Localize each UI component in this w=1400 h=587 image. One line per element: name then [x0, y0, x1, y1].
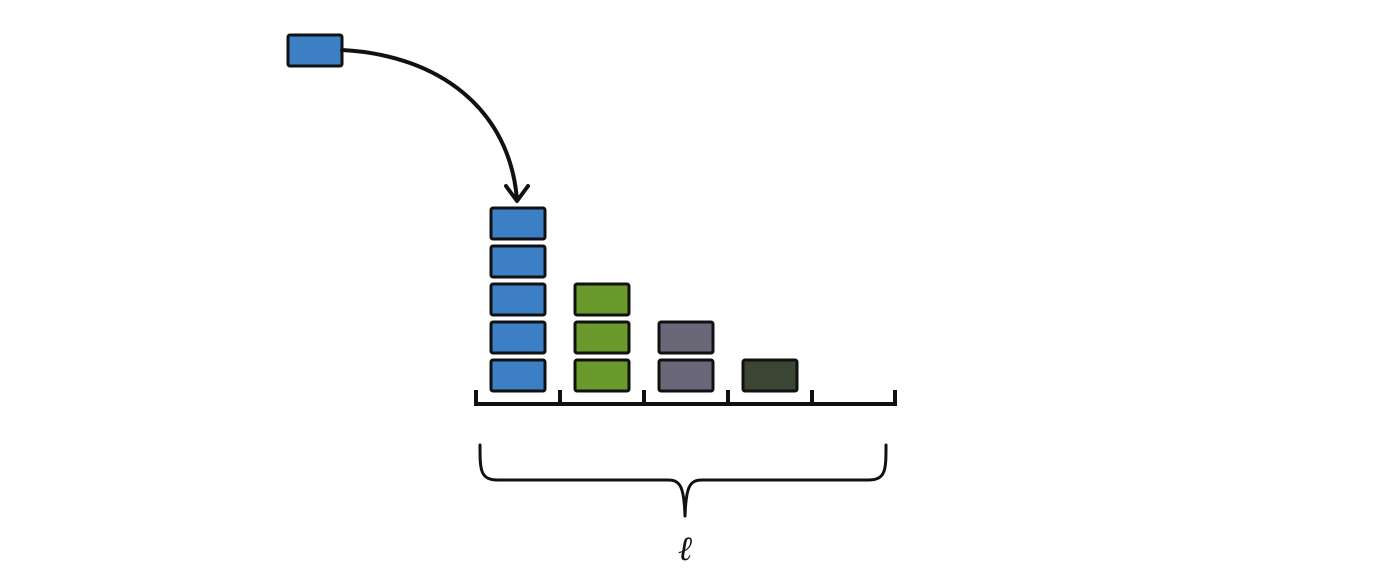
stack-1-block — [489, 320, 547, 355]
drop-arrow — [340, 48, 519, 202]
incoming-block — [286, 33, 344, 68]
bin-baseline — [474, 390, 897, 406]
stack-1-block — [489, 358, 547, 393]
stack-1-block — [489, 244, 547, 279]
brace-label: ℓ — [678, 529, 692, 569]
stack-1-block — [489, 282, 547, 317]
stack-2-block — [573, 358, 631, 393]
block-stacks — [489, 206, 799, 393]
stack-3-block — [657, 320, 715, 355]
drop-arrow-head-icon — [504, 184, 530, 203]
stack-4-block — [741, 358, 799, 393]
stack-3-block — [657, 358, 715, 393]
stack-2-block — [573, 282, 631, 317]
stack-1-block — [489, 206, 547, 241]
stack-2-block — [573, 320, 631, 355]
length-brace — [478, 443, 888, 518]
